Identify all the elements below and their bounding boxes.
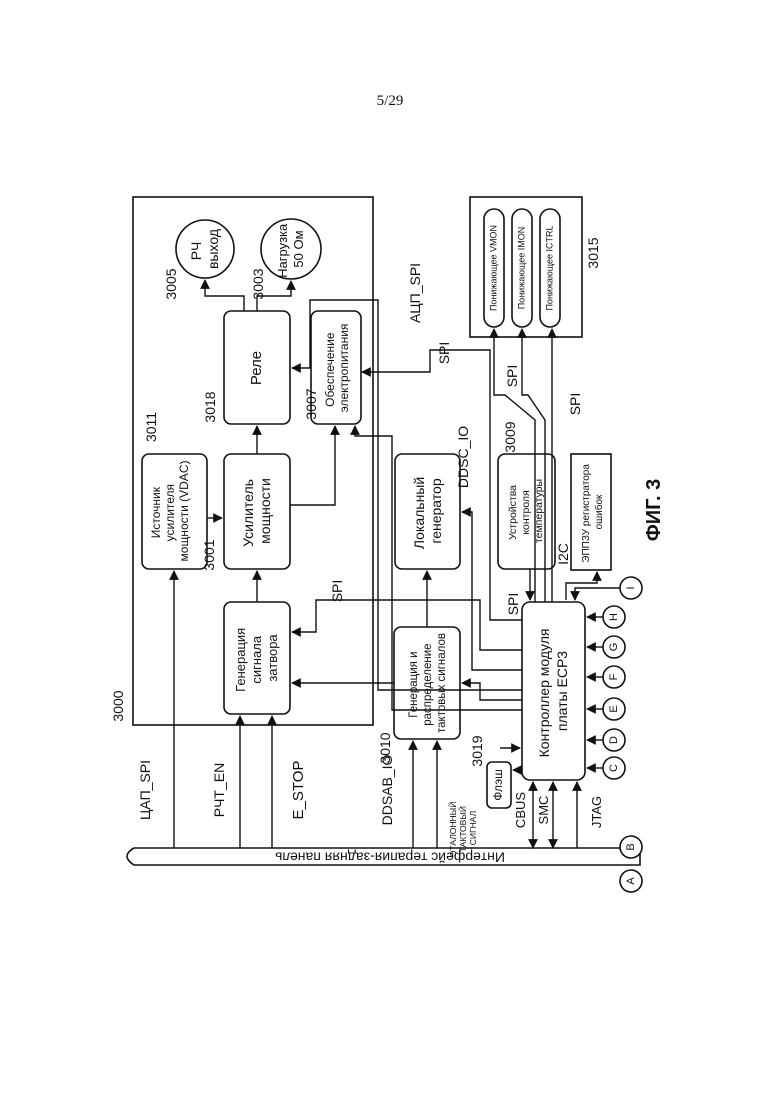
ictrl-divider-label: Понижающее ICTRL: [544, 225, 554, 310]
conn-i-lead: [575, 588, 620, 600]
ddsab-io-label: DDSAB_IO: [379, 754, 395, 825]
amp-to-power-line: [290, 426, 335, 505]
relay-to-rf-line: [205, 280, 244, 311]
connector-f: F: [603, 666, 625, 688]
cbus-label: CBUS: [513, 792, 528, 828]
power-supply-label: Обеспечение электропитания: [323, 324, 351, 413]
relay-label: Реле: [248, 351, 265, 385]
svg-text:E: E: [608, 705, 620, 712]
rf-en-label: РЧТ_EN: [211, 763, 227, 817]
svg-text:F: F: [608, 673, 620, 680]
backplane-interface-label: Интерфейс терапия-задняя панель: [275, 849, 505, 865]
svg-text:D: D: [608, 736, 620, 744]
svg-text:C: C: [608, 764, 620, 772]
ref-3000: 3000: [110, 690, 126, 721]
spi-label-ictrl: SPI: [567, 393, 583, 416]
jtag-label: JTAG: [589, 796, 604, 828]
connector-h: H: [603, 606, 625, 628]
spi-label-vmon: SPI: [504, 365, 520, 388]
flash-label: Флэш: [491, 769, 505, 800]
svg-text:G: G: [608, 643, 620, 652]
ref-3019: 3019: [469, 735, 485, 766]
connector-b: B: [620, 836, 642, 858]
spi-label-temp: SPI: [505, 593, 521, 616]
ref-3001: 3001: [201, 539, 217, 570]
svg-text:I: I: [625, 586, 637, 589]
connector-a: A: [620, 870, 642, 892]
connector-c: C: [603, 757, 625, 779]
ddsc-io-label: DDSC_IO: [455, 426, 471, 488]
power-amplifier-label: Усилитель мощности: [240, 475, 273, 547]
temperature-monitor-label: Устройства контроля температуры: [507, 479, 545, 543]
ref-3010: 3010: [377, 732, 393, 763]
eeprom-i2c-line: [566, 572, 597, 600]
connector-e: E: [603, 698, 625, 720]
ref-3007: 3007: [303, 388, 319, 419]
e-stop-label: E_STOP: [290, 761, 307, 820]
ref-3015: 3015: [585, 237, 601, 268]
local-generator-label: Локальный генератор: [411, 473, 444, 549]
spi-label-power: SPI: [436, 342, 452, 365]
connector-g: G: [603, 636, 625, 658]
ref-3009: 3009: [502, 421, 518, 452]
spi-label-gate: SPI: [329, 580, 345, 603]
ref-3005: 3005: [163, 268, 179, 299]
connector-i: I: [620, 577, 642, 599]
adc-spi-label: АЦП_SPI: [407, 263, 423, 323]
controller-to-clock-line: [462, 683, 522, 700]
i2c-label: I2C: [555, 543, 571, 565]
ref-3018: 3018: [202, 391, 218, 422]
svg-text:H: H: [608, 613, 620, 621]
vmon-divider-label: Понижающее VMON: [488, 225, 498, 311]
connector-d: D: [603, 729, 625, 751]
svg-text:A: A: [625, 877, 637, 885]
smc-label: SMC: [536, 796, 551, 825]
ref-3003: 3003: [250, 268, 266, 299]
figure-caption: ФИГ. 3: [643, 479, 665, 542]
imon-divider-label: Понижающее IMON: [516, 227, 526, 310]
svg-text:B: B: [625, 843, 637, 850]
dac-spi-label: ЦАП_SPI: [137, 760, 153, 820]
ref-3011: 3011: [143, 412, 159, 442]
